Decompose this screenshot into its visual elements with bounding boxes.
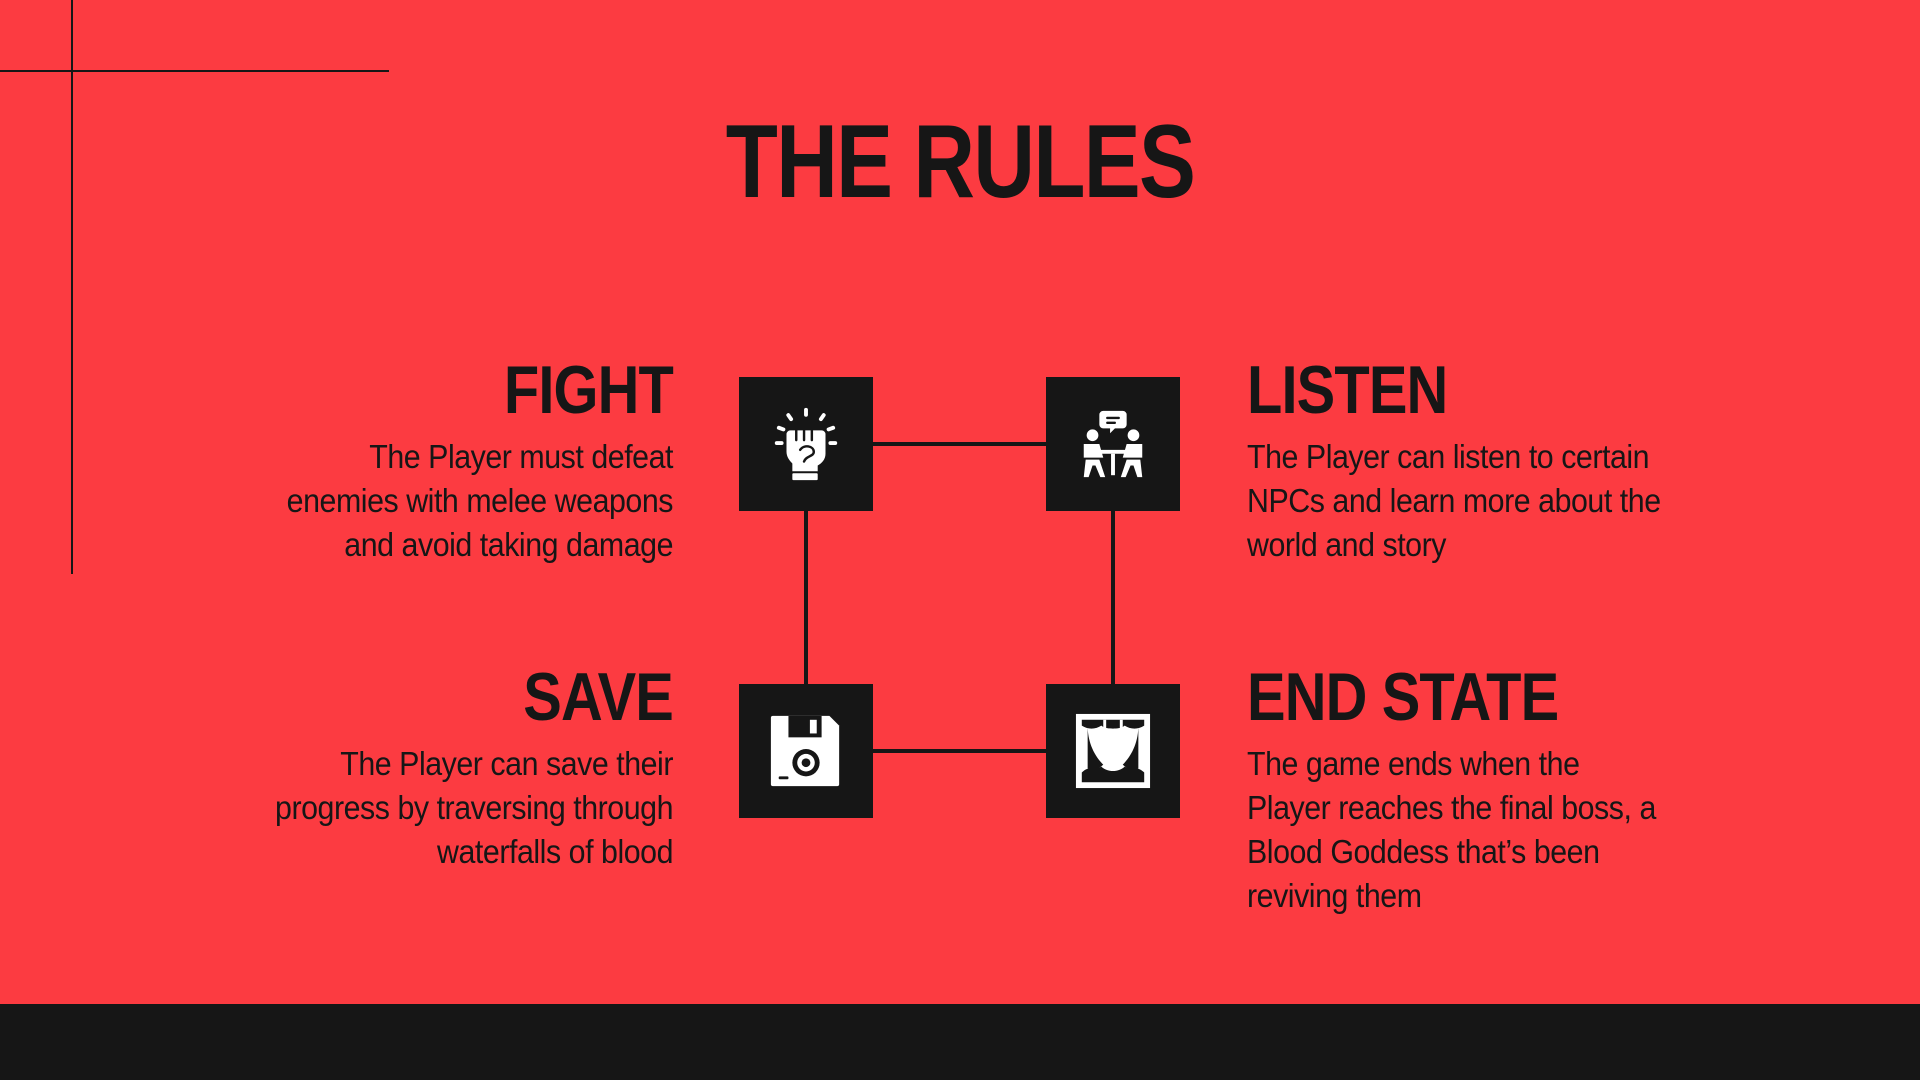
raised-fist-icon — [774, 407, 838, 481]
decorative-vertical-line — [71, 0, 73, 574]
save-block: SAVE The Player can save their progress … — [213, 658, 674, 874]
listen-tile — [1046, 377, 1180, 511]
end-state-block: END STATE The game ends when the Player … — [1247, 658, 1707, 918]
connector-top — [873, 442, 1047, 446]
fight-tile — [739, 377, 873, 511]
listen-block: LISTEN The Player can listen to certain … — [1247, 351, 1707, 567]
bottom-bar — [0, 1004, 1920, 1080]
fight-block: FIGHT The Player must defeat enemies wit… — [213, 351, 674, 567]
save-tile — [739, 684, 873, 818]
listen-heading: LISTEN — [1247, 352, 1448, 428]
fight-description: The Player must defeat enemies with mele… — [286, 438, 674, 563]
page-title: THE RULES — [725, 104, 1196, 220]
connector-bottom — [873, 749, 1047, 753]
decorative-horizontal-line — [0, 70, 389, 72]
conversation-icon — [1083, 410, 1143, 478]
theater-curtain-icon — [1075, 713, 1151, 789]
end-state-heading: END STATE — [1247, 659, 1559, 735]
fight-heading: FIGHT — [503, 352, 674, 428]
connector-left — [804, 509, 808, 684]
connector-right — [1111, 509, 1115, 684]
listen-description: The Player can listen to certain NPCs an… — [1247, 438, 1661, 563]
save-heading: SAVE — [523, 659, 674, 735]
floppy-disk-icon — [770, 715, 840, 787]
end-state-description: The game ends when the Player reaches th… — [1247, 745, 1656, 914]
save-description: The Player can save their progress by tr… — [275, 745, 673, 870]
end-state-tile — [1046, 684, 1180, 818]
